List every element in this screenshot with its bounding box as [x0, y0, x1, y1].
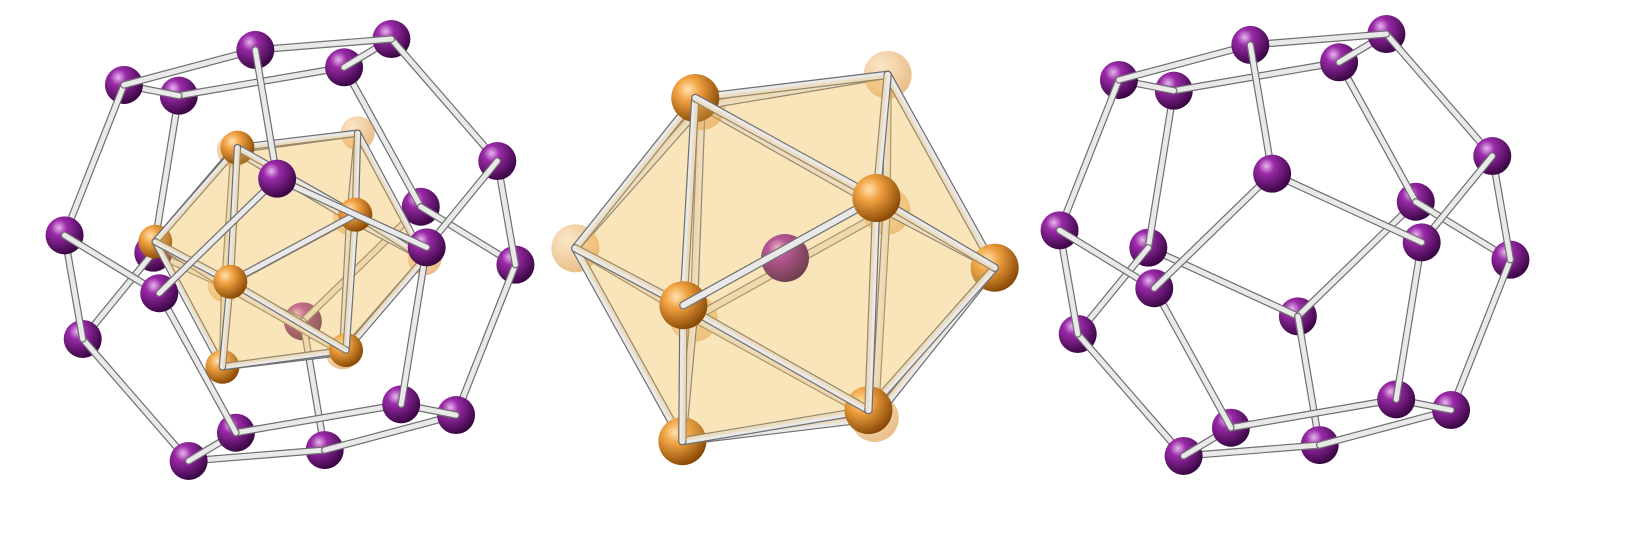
bond: [689, 101, 706, 323]
bond: [679, 93, 700, 310]
icosahedron-face: [224, 218, 350, 353]
bond: [1115, 41, 1255, 84]
bond: [870, 206, 891, 423]
bond: [220, 146, 238, 290]
bond: [232, 400, 405, 437]
bond: [299, 203, 425, 326]
icosahedron-face: [237, 133, 358, 215]
bond: [1074, 330, 1188, 460]
icosahedron-face: [876, 74, 995, 268]
bond: [678, 405, 873, 446]
dodecahedron-cage-panel: [1040, 15, 1530, 475]
bond: [151, 238, 227, 371]
bond: [691, 70, 892, 103]
bond: [1150, 169, 1276, 292]
bond: [571, 93, 700, 253]
bond: [226, 278, 350, 354]
inner-atom: [213, 264, 248, 299]
icosahedron-face: [224, 149, 350, 286]
bond: [1144, 86, 1178, 252]
inner-atom: [852, 174, 901, 223]
bond: [397, 243, 431, 409]
bond: [251, 46, 281, 183]
bond: [1150, 284, 1235, 432]
bond: [1392, 238, 1426, 404]
bond: [1246, 30, 1391, 49]
bond: [679, 301, 873, 415]
bond: [1294, 198, 1420, 321]
bond: [1315, 406, 1455, 449]
bond: [679, 193, 881, 310]
icosahedron-face: [575, 98, 696, 306]
bond: [864, 193, 881, 415]
bond: [691, 93, 881, 203]
icosahedron-face: [868, 198, 995, 411]
bond: [151, 143, 242, 246]
icosahedron-face: [682, 305, 869, 442]
icosahedron-face: [155, 147, 238, 282]
icosahedron-face: [693, 105, 887, 319]
bond: [1447, 255, 1515, 414]
icosahedron-face: [683, 98, 877, 306]
bond: [1382, 30, 1496, 160]
bond: [273, 174, 431, 252]
centered-icosahedron-panel: [551, 50, 1019, 466]
icosahedron-face: [355, 133, 425, 259]
bond: [299, 317, 329, 454]
bond: [1294, 312, 1324, 449]
bond: [387, 35, 501, 165]
bond: [571, 244, 687, 446]
icosahedron-face: [222, 285, 343, 367]
atoms-and-bonds: [1040, 15, 1530, 475]
icosahedron-face: [695, 74, 888, 198]
bond: [1144, 243, 1302, 321]
bond: [184, 446, 329, 465]
outer-atom: [1253, 154, 1292, 193]
bond: [340, 63, 425, 211]
bond: [218, 346, 350, 371]
bond: [320, 411, 460, 454]
bond: [452, 260, 520, 419]
bond: [155, 174, 281, 297]
bond: [120, 46, 260, 89]
icosahedron-face: [222, 281, 346, 367]
bond: [226, 210, 360, 286]
atoms-and-bonds: [45, 20, 535, 480]
icosahedron-face: [575, 248, 684, 442]
icosahedron-face: [342, 218, 425, 353]
bond: [1055, 76, 1123, 235]
bond: [1268, 169, 1426, 247]
bond: [233, 129, 362, 152]
bond: [226, 143, 242, 286]
icosahedron-face: [230, 214, 356, 351]
icosahedron-face: [682, 318, 875, 442]
bond: [251, 35, 396, 54]
bond: [883, 70, 999, 272]
icosahedron-face: [683, 198, 877, 411]
icosahedron-face: [346, 214, 425, 351]
bond: [1335, 58, 1420, 206]
bond: [342, 254, 429, 354]
bond: [1246, 41, 1276, 178]
bond: [342, 210, 360, 354]
combined-cluster-panel: [45, 20, 535, 480]
atoms-and-bonds: [551, 50, 1019, 466]
bond: [79, 335, 193, 465]
bond: [1227, 395, 1400, 432]
bond: [864, 263, 999, 415]
bond: [220, 281, 347, 357]
icosahedron-face: [693, 210, 887, 418]
bond: [60, 81, 128, 240]
outer-atom: [258, 159, 297, 198]
bond: [155, 289, 240, 437]
bond: [1179, 441, 1324, 460]
